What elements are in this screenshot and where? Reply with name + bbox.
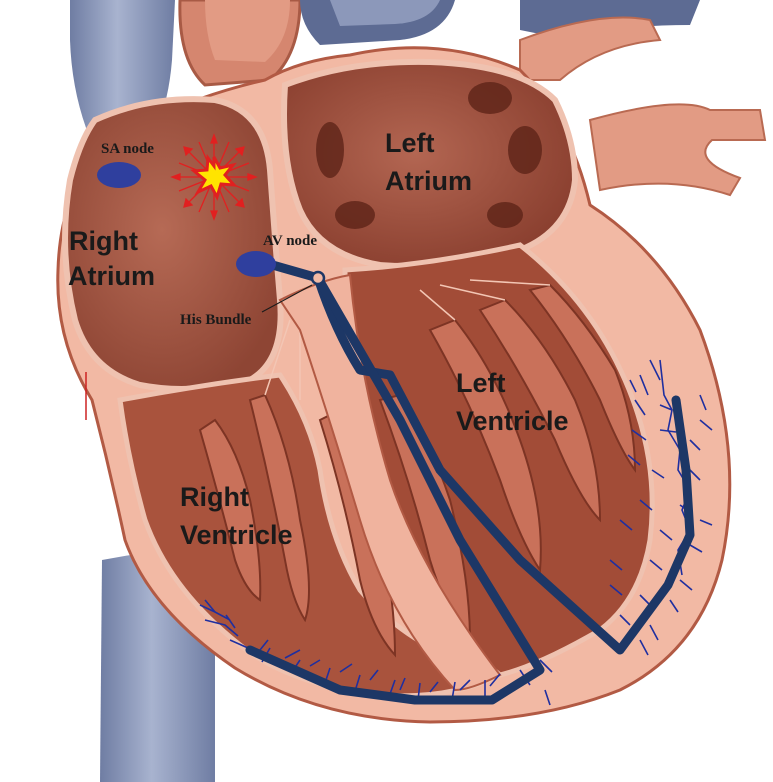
right-atrium-label-line1: Right bbox=[69, 226, 138, 256]
sa-node bbox=[97, 162, 141, 188]
av-node-label: AV node bbox=[263, 233, 317, 249]
right-ventricle-label-line1: Right bbox=[180, 482, 249, 512]
his-bundle-label: His Bundle bbox=[180, 312, 252, 328]
his-bundle-point bbox=[310, 270, 326, 286]
ventricle-muscles bbox=[198, 283, 637, 658]
av-node bbox=[236, 251, 276, 277]
right-atrium-label-line2: Atrium bbox=[68, 261, 155, 291]
right-ventricle-label-line2: Ventricle bbox=[180, 520, 293, 550]
sa-node-label: SA node bbox=[101, 141, 154, 157]
pulmonary-veins bbox=[519, 16, 767, 197]
left-ventricle-label-line2: Ventricle bbox=[456, 406, 569, 436]
left-ventricle-label-line1: Left bbox=[456, 368, 506, 398]
right-bundle-branch bbox=[245, 273, 545, 705]
spark-burst-icon bbox=[170, 133, 258, 221]
left-atrium-label-line2: Atrium bbox=[385, 166, 472, 196]
left-atrium-label-line1: Left bbox=[385, 128, 435, 158]
his-bundle-pointer bbox=[261, 284, 313, 313]
left-atrium-openings bbox=[316, 82, 542, 229]
